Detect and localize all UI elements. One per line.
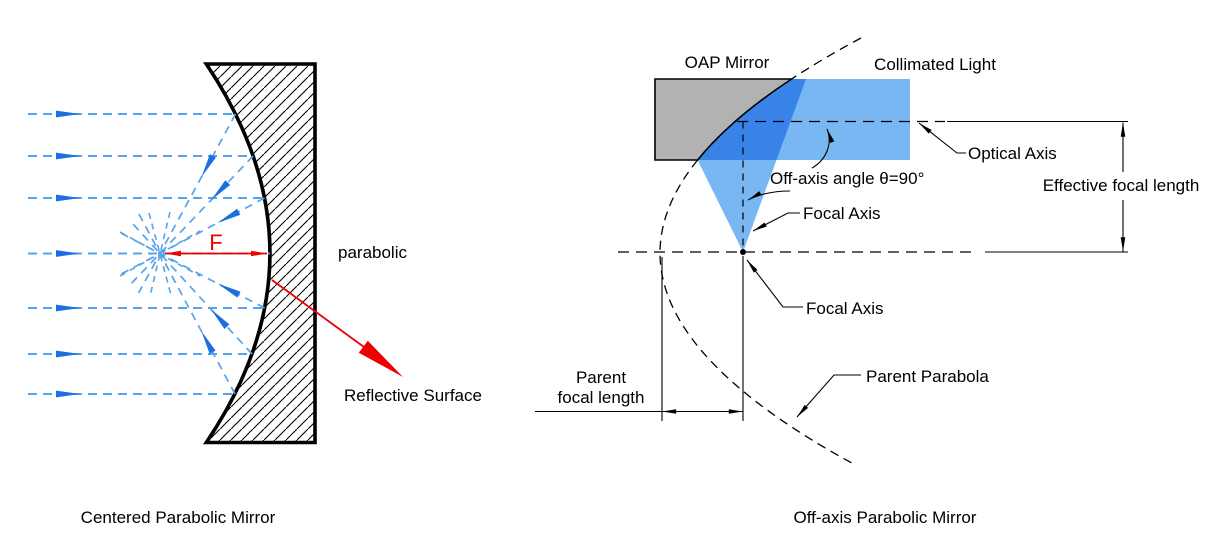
centered-mirror-shape [202, 62, 317, 445]
off-axis-angle-leader-up [811, 128, 835, 169]
reflective-surface-leader [271, 279, 365, 348]
reflected-ray [128, 219, 253, 355]
off-axis-parabolic-mirror-diagram: OAP Mirror Collimated Light Optical Axis… [535, 37, 1200, 527]
off-axis-angle-leader-left [747, 190, 791, 201]
parent-focal-length-label-line1: Parent [576, 368, 626, 387]
off-axis-angle-label: Off-axis angle θ=90° [770, 169, 924, 188]
focal-starburst [119, 211, 201, 297]
beam-overlap-region [697, 79, 806, 160]
focal-axis-upper-leader [752, 212, 800, 232]
oap-mirror-shape [654, 78, 795, 161]
focal-point-dot [740, 249, 746, 255]
reflective-surface-arrowhead [358, 340, 403, 377]
reflective-surface-label: Reflective Surface [344, 386, 482, 405]
converging-beam [697, 160, 777, 252]
optical-axis-leader [918, 122, 966, 154]
reflected-ray [137, 113, 237, 294]
parent-parabola-leader [796, 374, 861, 418]
optical-axis-label: Optical Axis [968, 144, 1057, 163]
collimated-light-label: Collimated Light [874, 55, 996, 74]
parabolic-label: parabolic [338, 243, 407, 262]
parent-focal-length-label-line2: focal length [558, 388, 645, 407]
parent-parabola-curve [659, 159, 856, 466]
parent-parabola-label: Parent Parabola [866, 367, 989, 386]
focal-length-label: F [209, 230, 222, 255]
focal-axis-lower-leader [746, 259, 803, 308]
reflected-ray [128, 155, 254, 287]
focal-axis-lower-label: Focal Axis [806, 299, 883, 318]
oap-mirror-label: OAP Mirror [685, 53, 770, 72]
right-caption: Off-axis Parabolic Mirror [794, 508, 977, 527]
parent-parabola-curve [791, 37, 862, 80]
effective-focal-length-label: Effective focal length [1043, 176, 1200, 195]
focal-axis-upper-label: Focal Axis [803, 204, 880, 223]
left-caption: Centered Parabolic Mirror [81, 508, 276, 527]
centered-parabolic-mirror-diagram: F parabolic Reflective Surface Centered … [28, 62, 482, 527]
